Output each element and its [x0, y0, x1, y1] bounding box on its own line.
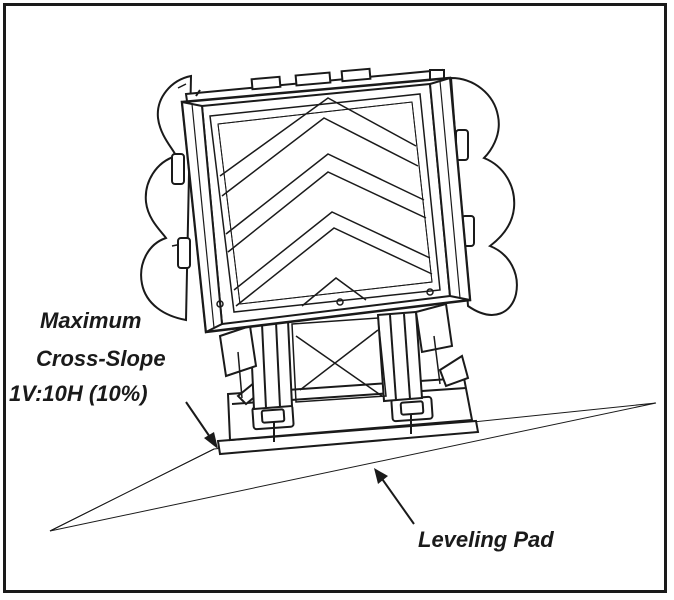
left-side-bracket	[140, 74, 193, 322]
chevron-arrow-icon	[219, 97, 433, 307]
figure-frame: Maximum Cross-Slope 1V:10H (10%) Levelin…	[3, 3, 667, 593]
slope-label-line3: 1V:10H (10%)	[9, 381, 148, 406]
leveling-pad-label: Leveling Pad	[418, 527, 554, 552]
pad-arrow	[374, 468, 415, 525]
slope-label-line2: Cross-Slope	[36, 346, 166, 371]
sign-face	[209, 93, 441, 313]
slope-label-line1: Maximum	[40, 308, 142, 333]
sign-trailer-diagram	[49, 67, 657, 532]
support-mast	[218, 302, 454, 411]
slope-arrow	[185, 401, 218, 449]
